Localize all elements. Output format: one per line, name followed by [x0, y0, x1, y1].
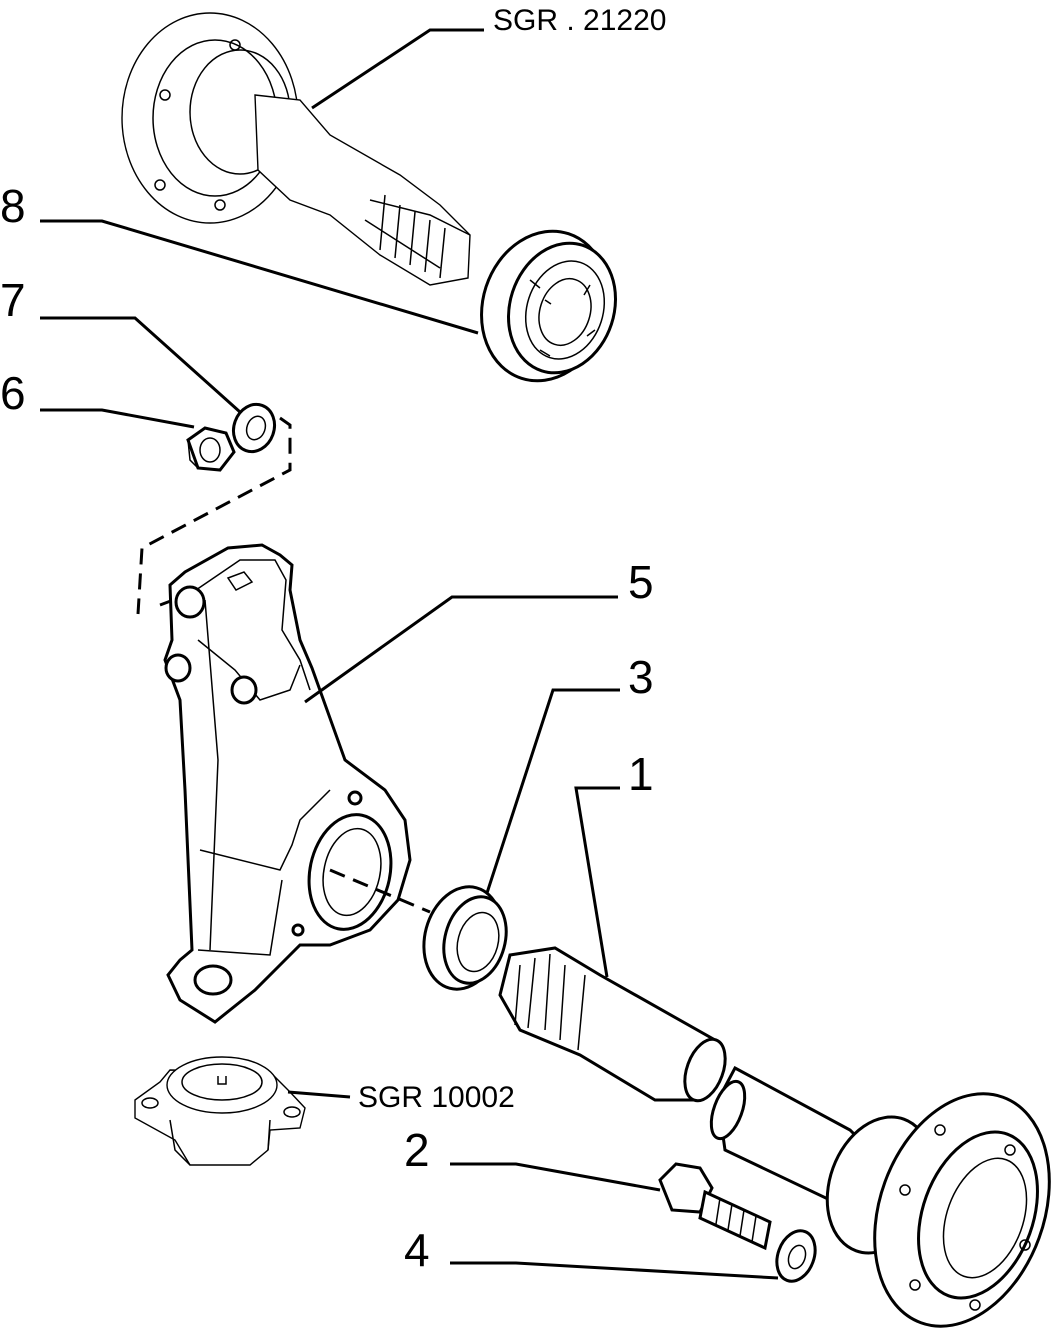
callout-3: 3	[628, 651, 654, 703]
leader-2	[450, 1162, 661, 1192]
leader-7	[40, 316, 242, 414]
reference-label-bottom: SGR 10002	[358, 1081, 515, 1114]
callout-4: 4	[404, 1224, 430, 1276]
leader-1	[574, 786, 620, 978]
washer-part-7	[231, 402, 277, 454]
washer-part-4	[775, 1229, 817, 1283]
bearing-part-8	[480, 229, 617, 383]
callout-1: 1	[628, 748, 654, 800]
leader-5	[304, 595, 618, 704]
callout-2: 2	[404, 1124, 430, 1176]
nut-part-6	[186, 426, 236, 472]
reference-mount-bottom	[134, 1056, 306, 1166]
leader-3	[485, 688, 620, 894]
bolt-part-2	[658, 1162, 772, 1251]
reference-driveshaft-top	[121, 12, 471, 286]
reference-label-top: SGR . 21220	[493, 4, 666, 37]
callout-5: 5	[628, 556, 654, 608]
seal-part-3	[422, 885, 508, 991]
axis-dashline	[329, 868, 431, 914]
callout-8: 8	[0, 180, 26, 232]
leader-sgr-21220	[311, 28, 484, 110]
axle-shaft-part-1	[498, 946, 1051, 1328]
leader-8	[40, 219, 479, 335]
leader-6	[40, 408, 195, 429]
callout-6: 6	[0, 367, 26, 419]
leader-sgr-10002	[287, 1090, 351, 1099]
leader-4	[450, 1261, 779, 1280]
knuckle-part-5	[163, 543, 412, 1024]
callout-7: 7	[0, 274, 26, 326]
